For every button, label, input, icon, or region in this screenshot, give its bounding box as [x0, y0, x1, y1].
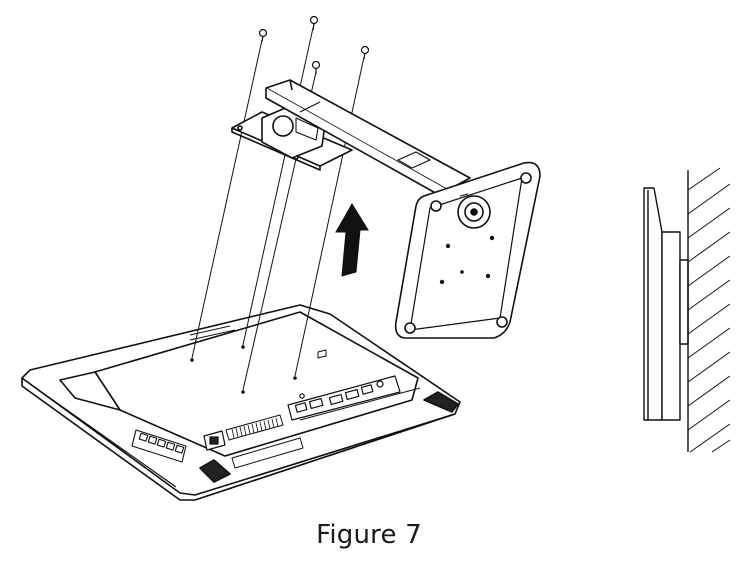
figure-caption: Figure 7 [316, 520, 422, 550]
screw [311, 17, 318, 31]
vesa-screw-holes [190, 345, 297, 394]
monitor-rear [22, 305, 460, 500]
stand-bracket [232, 80, 540, 338]
wall-bracket-profile [662, 232, 680, 420]
io-port-panel [288, 376, 400, 420]
side-view [644, 170, 688, 452]
power-socket [204, 431, 225, 450]
wall-hatching [688, 168, 730, 452]
vent-grille [226, 415, 283, 440]
screws [260, 17, 369, 75]
monitor-side-profile [644, 188, 662, 420]
screw [313, 62, 320, 75]
screw [362, 47, 369, 60]
up-arrow-icon [336, 204, 368, 276]
control-buttons [132, 430, 186, 462]
screw [260, 30, 267, 43]
